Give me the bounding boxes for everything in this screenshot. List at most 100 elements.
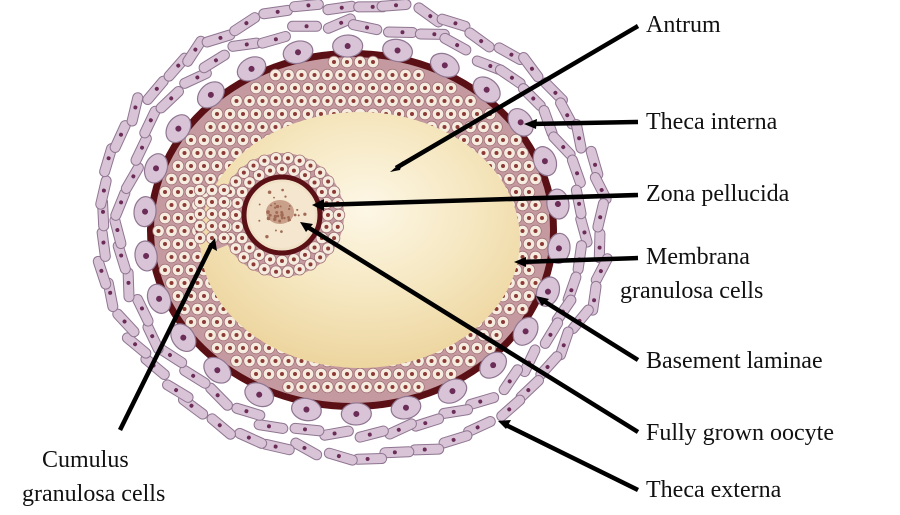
granulosa-cell bbox=[301, 107, 315, 121]
theca-externa-cell bbox=[288, 0, 324, 13]
theca-interna-cell bbox=[472, 76, 501, 104]
granulosa-cell bbox=[295, 380, 308, 394]
leader-basement-laminae bbox=[540, 298, 640, 362]
cumulus-cell bbox=[229, 242, 243, 255]
granulosa-cell bbox=[210, 341, 224, 355]
theca-externa-cell bbox=[376, 0, 412, 12]
granulosa-cell bbox=[262, 107, 276, 121]
granulosa-cell bbox=[191, 302, 204, 316]
granulosa-cell bbox=[529, 172, 542, 186]
granulosa-cell bbox=[288, 107, 302, 121]
granulosa-cell bbox=[243, 120, 256, 134]
granulosa-cell bbox=[210, 107, 224, 121]
granulosa-cell bbox=[301, 367, 315, 381]
theca-externa-cell bbox=[439, 32, 472, 56]
granulosa-cell bbox=[503, 302, 516, 316]
cumulus-cell bbox=[237, 166, 251, 179]
theca-interna-cell bbox=[134, 240, 158, 272]
granulosa-cell bbox=[431, 107, 445, 121]
granulosa-cell bbox=[204, 302, 217, 316]
theca-externa-cell bbox=[182, 35, 207, 67]
granulosa-cell bbox=[340, 367, 354, 381]
granulosa-cell bbox=[171, 185, 185, 199]
granulosa-cell bbox=[457, 341, 471, 355]
cumulus-cell bbox=[315, 185, 329, 199]
granulosa-cell bbox=[353, 55, 367, 69]
granulosa-cell bbox=[158, 185, 172, 199]
theca-externa-cell bbox=[379, 446, 415, 459]
label-fully-grown-oocyte: Fully grown oocyte bbox=[646, 420, 834, 446]
theca-interna-cell bbox=[382, 38, 413, 63]
theca-externa-cell bbox=[463, 416, 496, 438]
granulosa-cell bbox=[334, 68, 347, 82]
label-membrana-line1: Membrana bbox=[646, 244, 750, 270]
cumulus-cell bbox=[229, 208, 243, 222]
granulosa-cell bbox=[347, 68, 360, 82]
theca-externa-cell bbox=[287, 20, 323, 32]
granulosa-cell bbox=[171, 263, 185, 277]
granulosa-cell bbox=[483, 133, 497, 147]
granulosa-cell bbox=[230, 328, 243, 342]
cumulus-cell bbox=[193, 183, 207, 197]
granulosa-cell bbox=[470, 133, 484, 147]
granulosa-cell bbox=[516, 276, 529, 290]
cumulus-cell bbox=[193, 219, 207, 233]
theca-externa-cell bbox=[121, 332, 152, 359]
granulosa-cell bbox=[197, 289, 211, 303]
granulosa-cell bbox=[275, 367, 289, 381]
granulosa-cell bbox=[529, 198, 542, 212]
granulosa-cell bbox=[288, 367, 302, 381]
granulosa-cell bbox=[399, 94, 412, 108]
granulosa-cell bbox=[522, 289, 536, 303]
cumulus-cell bbox=[193, 207, 207, 221]
granulosa-cell bbox=[386, 94, 399, 108]
label-basement-laminae: Basement laminae bbox=[646, 348, 823, 374]
cumulus-cell bbox=[269, 265, 283, 278]
granulosa-cell bbox=[223, 133, 237, 147]
theca-interna-cell bbox=[507, 107, 534, 137]
granulosa-cell bbox=[217, 146, 230, 160]
granulosa-cell bbox=[418, 107, 432, 121]
granulosa-cell bbox=[373, 68, 386, 82]
granulosa-cell bbox=[412, 380, 425, 394]
cumulus-cell bbox=[193, 231, 207, 245]
granulosa-cell bbox=[282, 354, 295, 368]
cumulus-cell bbox=[205, 219, 219, 233]
cumulus-cell bbox=[247, 258, 260, 271]
granulosa-cell bbox=[236, 341, 250, 355]
theca-externa-cell bbox=[206, 413, 236, 440]
theca-externa-cell bbox=[464, 27, 495, 53]
granulosa-cell bbox=[321, 68, 334, 82]
theca-externa-cell bbox=[322, 13, 356, 34]
granulosa-cell bbox=[184, 263, 198, 277]
granulosa-cell bbox=[366, 367, 380, 381]
theca-externa-cell bbox=[126, 92, 144, 127]
granulosa-cell bbox=[503, 146, 516, 160]
granulosa-cell bbox=[178, 224, 191, 238]
cumulus-cell bbox=[205, 195, 219, 209]
theca-interna-cell bbox=[236, 56, 267, 82]
granulosa-cell bbox=[522, 263, 536, 277]
granulosa-cell bbox=[184, 237, 198, 251]
granulosa-cell bbox=[418, 367, 432, 381]
granulosa-cell bbox=[152, 224, 165, 238]
granulosa-cell bbox=[418, 81, 432, 95]
theca-interna-cell bbox=[390, 395, 422, 420]
cumulus-cell bbox=[205, 207, 219, 221]
granulosa-cell bbox=[171, 211, 185, 225]
granulosa-cell bbox=[470, 341, 484, 355]
theca-externa-cell bbox=[572, 240, 587, 275]
theca-interna-cell bbox=[143, 153, 169, 184]
cumulus-cell bbox=[313, 251, 327, 264]
granulosa-cell bbox=[366, 55, 380, 69]
granulosa-cell bbox=[321, 380, 334, 394]
granulosa-cell bbox=[223, 341, 237, 355]
leader-lines bbox=[117, 24, 640, 493]
granulosa-cell bbox=[392, 81, 406, 95]
label-cumulus-line1: Cumulus bbox=[42, 447, 129, 473]
theca-externa-cell bbox=[414, 28, 450, 40]
granulosa-cell bbox=[269, 94, 282, 108]
cumulus-cell bbox=[231, 196, 244, 210]
granulosa-cell bbox=[438, 354, 451, 368]
granulosa-cell bbox=[399, 68, 412, 82]
